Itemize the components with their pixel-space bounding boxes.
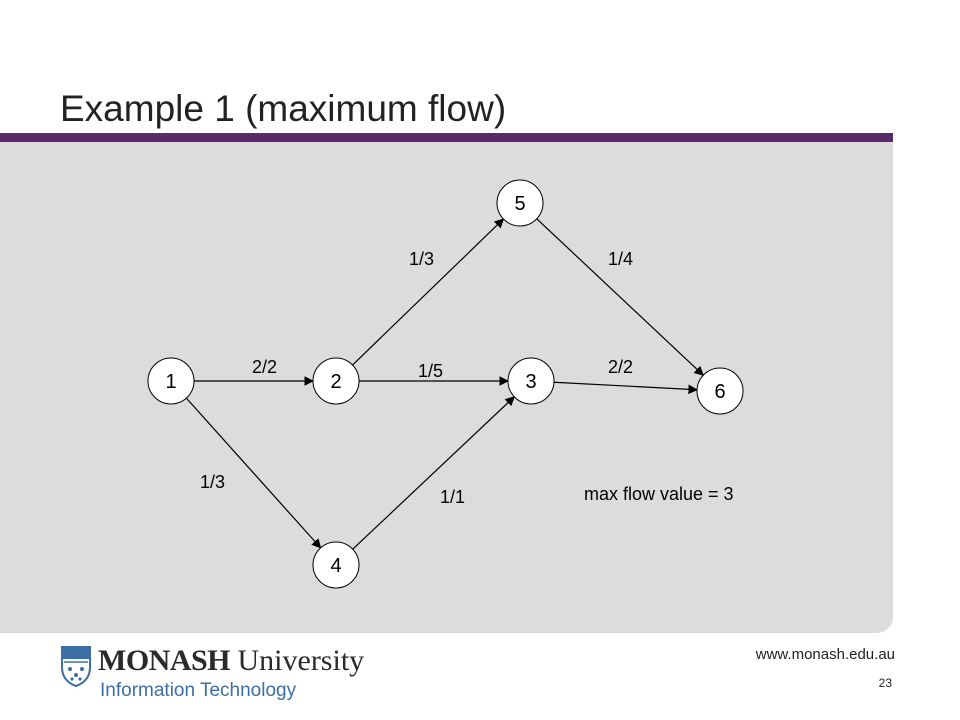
logo-brand-bold: MONASH <box>98 644 231 677</box>
edge-label-5-6: 1/4 <box>608 249 633 269</box>
edge-3-6 <box>553 381 698 395</box>
edge-1-4 <box>185 397 322 549</box>
node-label: 4 <box>330 555 341 577</box>
node-label: 6 <box>714 381 725 403</box>
logo-wordmark: MONASH University <box>98 644 364 678</box>
node-circle <box>147 357 195 405</box>
node-6: 6 <box>696 367 744 415</box>
edge-label-2-5: 1/3 <box>409 249 434 269</box>
monash-shield-icon <box>61 646 91 687</box>
monash-logo: MONASH University Information Technology <box>60 642 390 704</box>
edge-label-3-6: 2/2 <box>608 357 633 377</box>
edge-5-6 <box>536 218 704 376</box>
edge-label-1-2: 2/2 <box>252 357 277 377</box>
node-label: 5 <box>514 193 525 215</box>
node-5: 5 <box>496 179 544 227</box>
edge-4-3 <box>352 396 515 550</box>
edge-2-5 <box>352 218 505 366</box>
node-circle <box>312 357 360 405</box>
page-number: 23 <box>878 676 892 690</box>
edges <box>185 218 704 550</box>
title-underline-bar <box>0 133 893 142</box>
node-circle <box>696 367 744 415</box>
node-3: 3 <box>507 357 555 405</box>
node-circle <box>312 541 360 589</box>
edge-label-1-4: 1/3 <box>200 472 225 492</box>
node-4: 4 <box>312 541 360 589</box>
node-circle <box>507 357 555 405</box>
edge-label-4-3: 1/1 <box>440 487 465 507</box>
node-1: 1 <box>147 357 195 405</box>
node-label: 2 <box>330 371 341 393</box>
node-2: 2 <box>312 357 360 405</box>
node-label: 3 <box>525 371 536 393</box>
logo-division: Information Technology <box>100 680 297 701</box>
max-flow-note: max flow value = 3 <box>584 484 734 504</box>
nodes: 1 2 3 4 5 6 <box>147 179 744 589</box>
slide-title: Example 1 (maximum flow) <box>60 88 507 129</box>
logo-brand-rest: University <box>230 644 365 677</box>
node-circle <box>496 179 544 227</box>
edge-labels: 2/2 1/3 1/3 1/5 1/1 1/4 2/2 <box>200 249 633 507</box>
footer-url: www.monash.edu.au <box>755 646 895 663</box>
edge-label-2-3: 1/5 <box>418 361 443 381</box>
node-label: 1 <box>165 371 176 393</box>
